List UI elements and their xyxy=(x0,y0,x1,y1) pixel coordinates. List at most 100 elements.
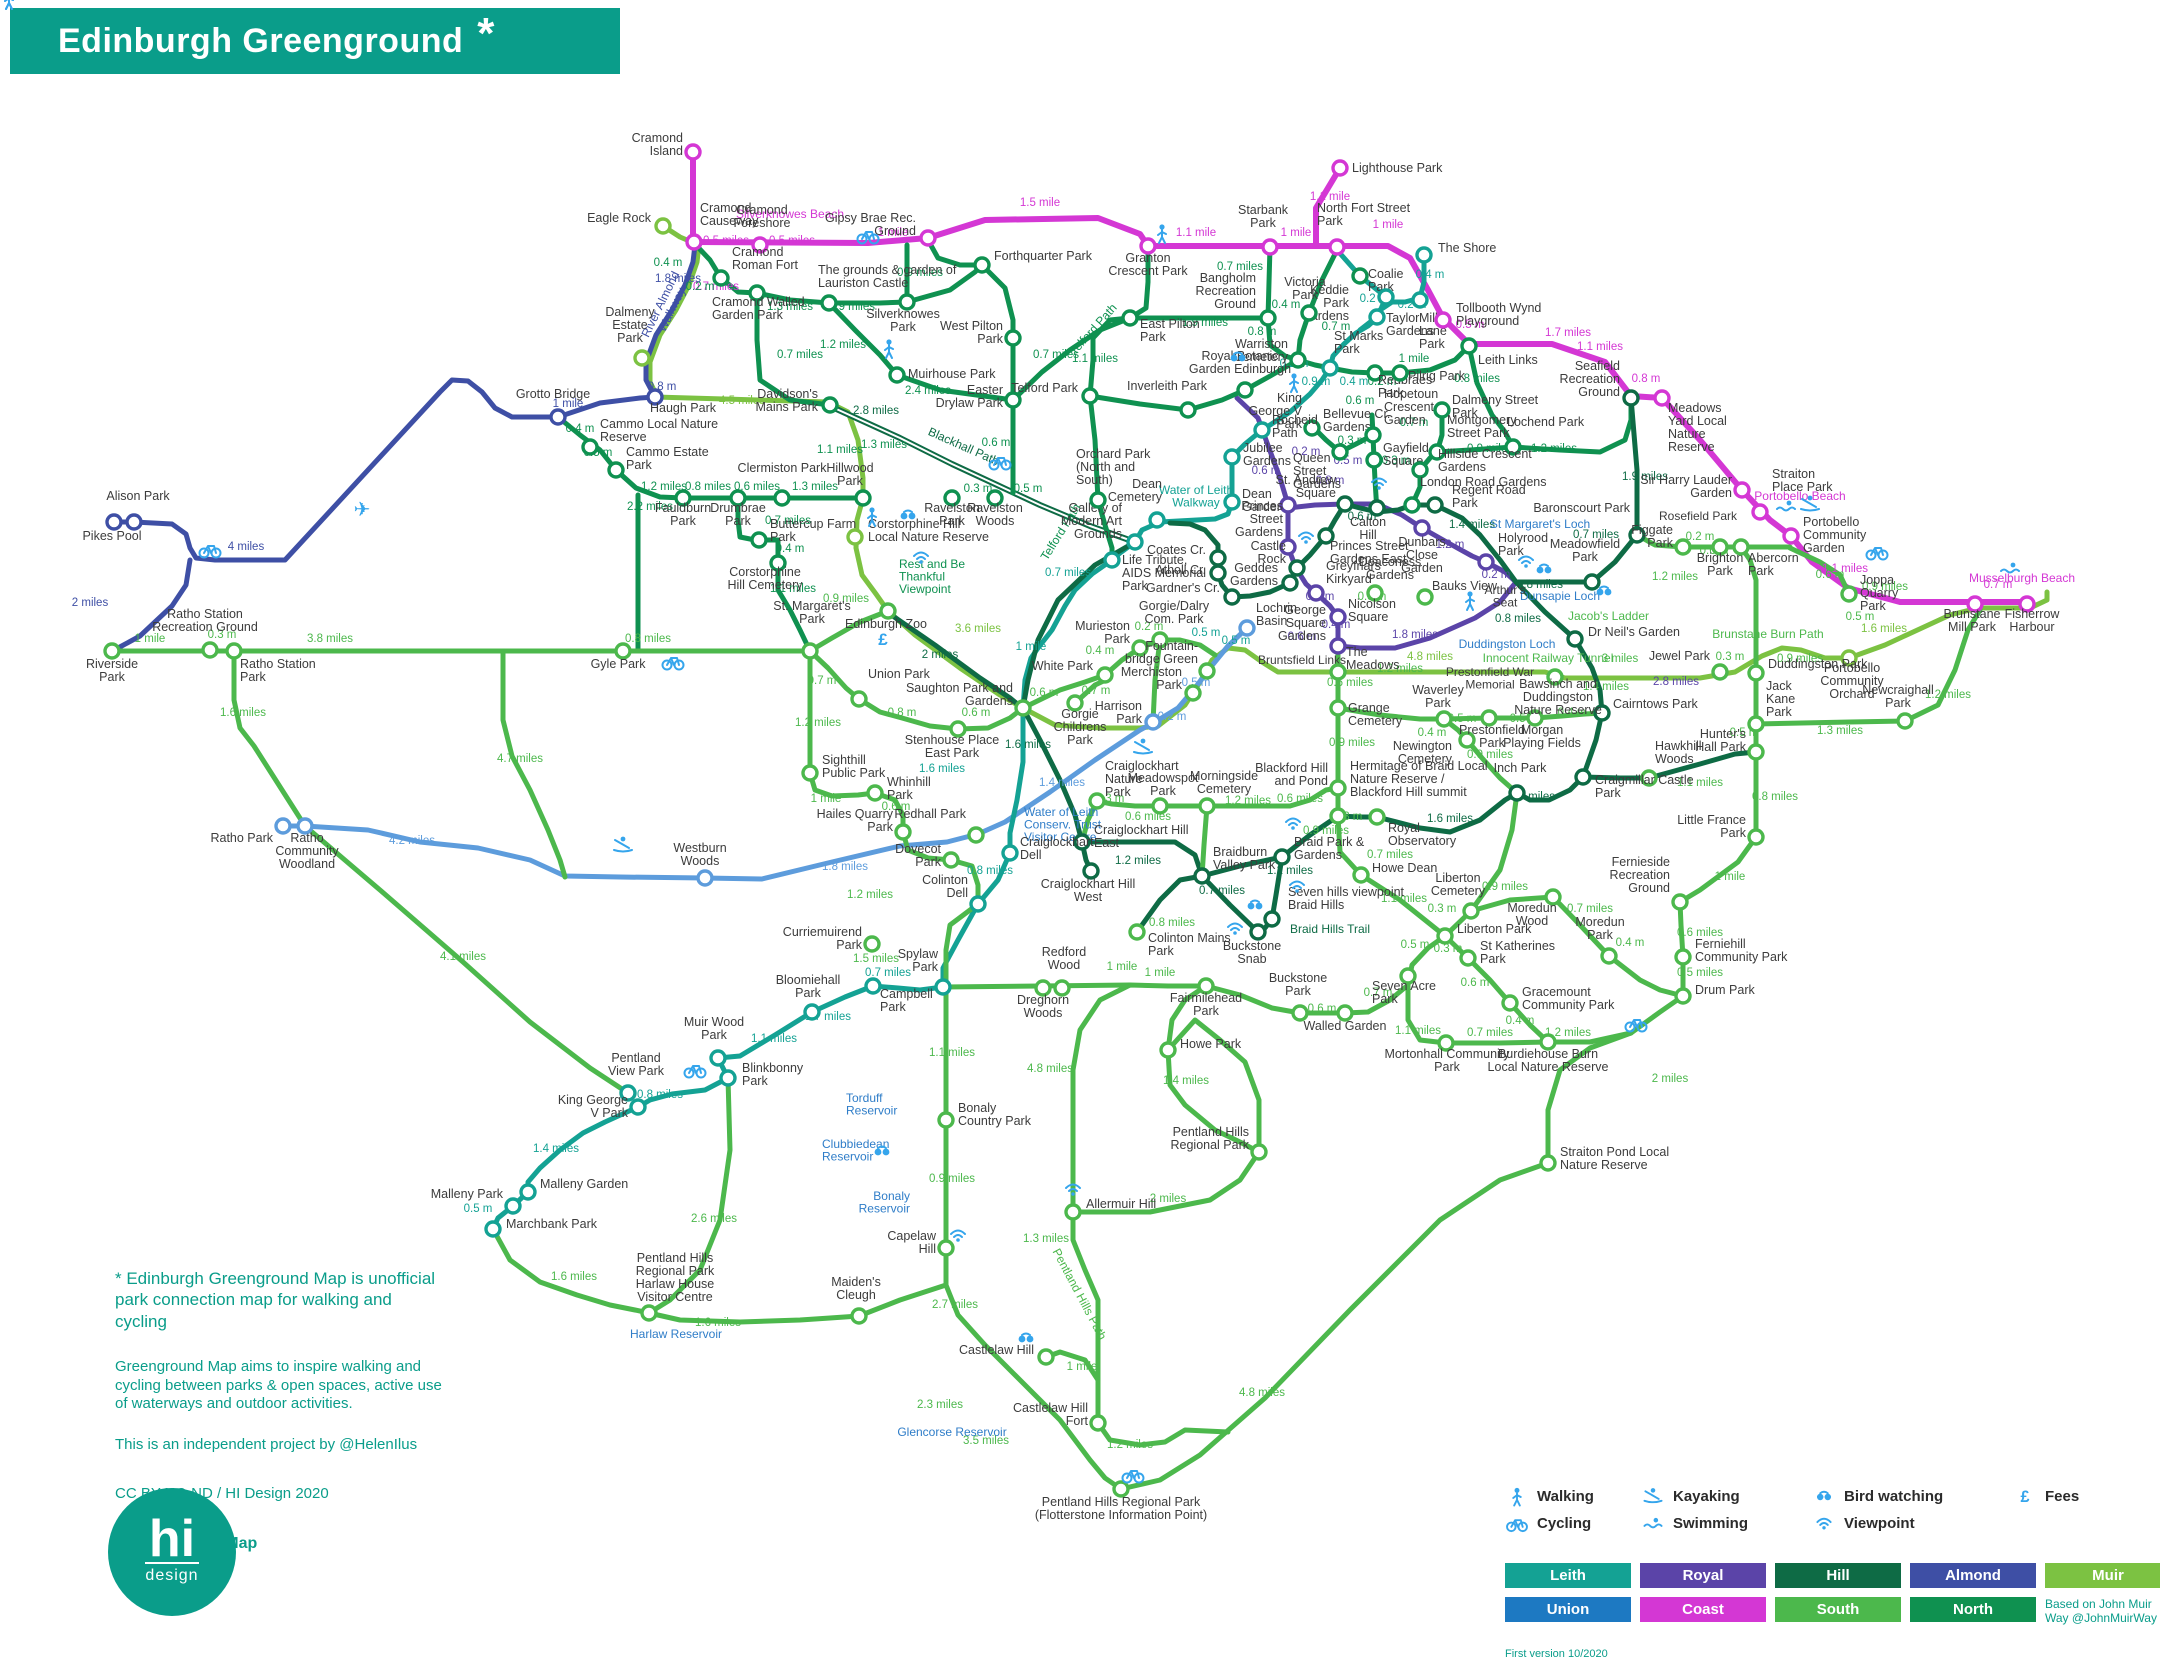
map-station[interactable] xyxy=(1064,1203,1082,1221)
map-station[interactable] xyxy=(1480,709,1498,727)
map-station[interactable] xyxy=(1426,496,1444,514)
map-station[interactable] xyxy=(1628,526,1646,544)
map-station[interactable] xyxy=(1583,573,1601,591)
map-station[interactable] xyxy=(1197,977,1215,995)
map-station[interactable] xyxy=(1184,684,1202,702)
map-station[interactable] xyxy=(1458,731,1476,749)
map-station[interactable] xyxy=(1747,828,1765,846)
map-station[interactable] xyxy=(1501,994,1519,1012)
map-station[interactable] xyxy=(919,229,937,247)
map-station[interactable] xyxy=(1411,291,1429,309)
map-station[interactable] xyxy=(1223,493,1241,511)
map-station[interactable] xyxy=(863,935,881,953)
map-station[interactable] xyxy=(619,1084,637,1102)
map-station[interactable] xyxy=(646,388,664,406)
map-station[interactable] xyxy=(1288,559,1306,577)
map-station[interactable] xyxy=(1159,1041,1177,1059)
map-station[interactable] xyxy=(1004,391,1022,409)
map-station[interactable] xyxy=(1459,949,1477,967)
map-station[interactable] xyxy=(1126,533,1144,551)
map-station[interactable] xyxy=(1037,1348,1055,1366)
map-station[interactable] xyxy=(729,489,747,507)
map-station[interactable] xyxy=(1366,364,1384,382)
map-station[interactable] xyxy=(1307,584,1325,602)
map-station[interactable] xyxy=(1089,491,1107,509)
map-station[interactable] xyxy=(103,642,121,660)
map-station[interactable] xyxy=(125,513,143,531)
map-station[interactable] xyxy=(225,642,243,660)
map-station[interactable] xyxy=(1103,551,1121,569)
map-station[interactable] xyxy=(684,143,702,161)
map-station[interactable] xyxy=(614,642,632,660)
map-station[interactable] xyxy=(1368,499,1386,517)
map-station[interactable] xyxy=(1303,419,1321,437)
map-station[interactable] xyxy=(1434,311,1452,329)
map-station[interactable] xyxy=(937,1239,955,1257)
map-station[interactable] xyxy=(1460,337,1478,355)
map-station[interactable] xyxy=(1291,1004,1309,1022)
map-station[interactable] xyxy=(1261,238,1279,256)
map-station[interactable] xyxy=(801,764,819,782)
map-station[interactable] xyxy=(1966,595,1984,613)
map-station[interactable] xyxy=(1321,359,1339,377)
map-station[interactable] xyxy=(1121,309,1139,327)
map-station[interactable] xyxy=(1433,401,1451,419)
map-station[interactable] xyxy=(2018,595,2036,613)
map-station[interactable] xyxy=(1082,862,1100,880)
map-station[interactable] xyxy=(1546,668,1564,686)
map-station[interactable] xyxy=(1403,496,1421,514)
map-station[interactable] xyxy=(864,977,882,995)
map-station[interactable] xyxy=(1352,866,1370,884)
map-station[interactable] xyxy=(1477,553,1495,571)
map-station[interactable] xyxy=(1088,792,1106,810)
map-station[interactable] xyxy=(1263,910,1281,928)
map-station[interactable] xyxy=(1281,574,1299,592)
map-station[interactable] xyxy=(709,1049,727,1067)
map-station[interactable] xyxy=(854,489,872,507)
map-station[interactable] xyxy=(1289,351,1307,369)
map-station[interactable] xyxy=(1435,710,1453,728)
map-station[interactable] xyxy=(821,396,839,414)
map-station[interactable] xyxy=(1131,639,1149,657)
map-station[interactable] xyxy=(1733,481,1751,499)
map-station[interactable] xyxy=(1413,519,1431,537)
map-station[interactable] xyxy=(1259,309,1277,327)
map-station[interactable] xyxy=(484,1220,502,1238)
map-station[interactable] xyxy=(1329,779,1347,797)
map-station[interactable] xyxy=(1112,1480,1130,1498)
map-station[interactable] xyxy=(1279,538,1297,556)
map-station[interactable] xyxy=(942,851,960,869)
map-station[interactable] xyxy=(801,642,819,660)
map-station[interactable] xyxy=(519,1183,537,1201)
map-station[interactable] xyxy=(1436,927,1454,945)
map-station[interactable] xyxy=(1437,1034,1455,1052)
map-station[interactable] xyxy=(1416,588,1434,606)
map-station[interactable] xyxy=(1151,631,1169,649)
map-station[interactable] xyxy=(1249,923,1267,941)
map-station[interactable] xyxy=(1209,549,1227,567)
map-station[interactable] xyxy=(1236,381,1254,399)
map-station[interactable] xyxy=(1593,704,1611,722)
map-station[interactable] xyxy=(1751,503,1769,521)
map-station[interactable] xyxy=(1034,979,1052,997)
map-station[interactable] xyxy=(1674,948,1692,966)
map-station[interactable] xyxy=(1329,807,1347,825)
map-station[interactable] xyxy=(1711,663,1729,681)
map-station[interactable] xyxy=(1574,768,1592,786)
map-station[interactable] xyxy=(850,690,868,708)
map-station[interactable] xyxy=(1238,619,1256,637)
map-station[interactable] xyxy=(973,256,991,274)
map-station[interactable] xyxy=(1504,438,1522,456)
map-station[interactable] xyxy=(685,233,703,251)
map-station[interactable] xyxy=(1391,364,1409,382)
map-station[interactable] xyxy=(549,408,567,426)
map-station[interactable] xyxy=(1066,694,1084,712)
map-station[interactable] xyxy=(894,823,912,841)
map-station[interactable] xyxy=(1674,538,1692,556)
map-station[interactable] xyxy=(748,284,766,302)
map-station[interactable] xyxy=(581,438,599,456)
map-station[interactable] xyxy=(1462,902,1480,920)
map-station[interactable] xyxy=(1081,387,1099,405)
map-station[interactable] xyxy=(1317,527,1335,545)
map-station[interactable] xyxy=(1331,443,1349,461)
